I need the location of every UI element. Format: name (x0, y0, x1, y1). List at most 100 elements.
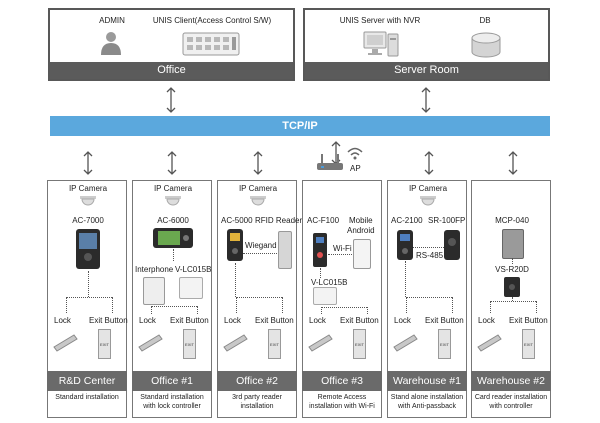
db-label: DB (479, 16, 491, 25)
wire (452, 297, 453, 313)
wire (406, 297, 407, 313)
lock-controller-icon (179, 277, 203, 299)
wire (151, 306, 152, 314)
ip-camera-icon (80, 196, 96, 206)
site-title: Office #1 (132, 371, 212, 391)
site-title: R&D Center (47, 371, 127, 391)
site-link-arrow (253, 151, 263, 175)
wire (282, 297, 283, 313)
server-label: UNIS Server with NVR (339, 16, 421, 25)
server-room-title: Server Room (305, 62, 548, 79)
mcp040-controller-icon (502, 229, 524, 259)
admin-label: ADMIN (99, 16, 125, 25)
desc-line: 3rd party reader (232, 394, 282, 401)
site-office-2: IP Camera AC-5000 RFID Reader Wiegand Lo… (217, 180, 302, 418)
wire (66, 297, 67, 313)
exit-label: Exit Button (255, 316, 294, 325)
office-title: Office (50, 62, 293, 79)
desc-line: with Anti-passback (398, 403, 456, 410)
wire (536, 301, 537, 313)
sr100fp-device-icon (444, 230, 460, 260)
site-link-arrow (424, 151, 434, 175)
rs485-label: RS-485 (416, 251, 444, 260)
server-link-arrow (421, 87, 431, 113)
office-link-arrow (166, 87, 176, 113)
desc-line: Card reader installation (474, 394, 548, 401)
site-title: Warehouse #2 (471, 371, 551, 391)
android-label: Android (347, 226, 375, 235)
server-room: UNIS Server with NVR DB Server Room (303, 8, 550, 81)
site-warehouse-1: IP Camera AC-2100 SR-100FP RS-485 Lock E… (387, 180, 467, 418)
wire (236, 297, 237, 313)
exit-button-icon: EXIT (98, 329, 111, 359)
wire (328, 254, 352, 255)
lock-label: Lock (394, 316, 411, 325)
exit-button-icon: EXIT (183, 329, 196, 359)
ac6000-device-icon (153, 228, 193, 248)
device-label: AC-F100 (307, 216, 340, 225)
site-title: Office #2 (217, 371, 297, 391)
ip-camera-icon (165, 196, 181, 206)
desc-line: Standard installation (55, 394, 119, 401)
ap-label: AP (350, 164, 361, 173)
office-room: ADMIN UNIS Client(Access Control S/W) Of… (48, 8, 295, 81)
site-description: Standard installation with lock controll… (133, 393, 211, 411)
wire (321, 307, 322, 314)
site-description: 3rd party reader installation (218, 393, 296, 411)
wire (367, 307, 368, 314)
device-label: AC-2100 (391, 216, 423, 225)
desc-line: Standard installation (140, 394, 204, 401)
lock-controller-icon (313, 287, 337, 305)
site-title: Warehouse #1 (387, 371, 467, 391)
device-label: AC-7000 (72, 216, 104, 225)
database-icon (471, 32, 501, 58)
camera-label: IP Camera (238, 184, 278, 193)
camera-label: IP Camera (68, 184, 108, 193)
lock-label: Lock (139, 316, 156, 325)
site-description: Card reader installation with controller (472, 393, 550, 411)
acf100-device-icon (313, 233, 327, 267)
site-office-1: IP Camera AC-6000 Interphone V-LC015B Lo… (132, 180, 212, 418)
wifi-label: Wi-Fi (333, 244, 352, 253)
ac5000-device-icon (227, 229, 243, 261)
desc-line: installation (240, 403, 274, 410)
desc-line: with lock controller (143, 403, 201, 410)
desc-line: installation with Wi-Fi (309, 403, 375, 410)
site-description: Standard installation (48, 393, 126, 402)
wire (320, 268, 321, 278)
wire (490, 301, 491, 313)
exit-button-icon: EXIT (522, 329, 535, 359)
ip-camera-icon (420, 196, 436, 206)
exit-button-icon: EXIT (268, 329, 281, 359)
wire (405, 261, 406, 297)
ac7000-device-icon (76, 229, 100, 269)
wire (151, 306, 197, 307)
vsr20d-reader-icon (504, 277, 520, 297)
wire (512, 258, 513, 264)
client-label: UNIS Client(Access Control S/W) (152, 16, 272, 25)
controller-label: V-LC015B (175, 265, 212, 274)
lock-label: Lock (224, 316, 241, 325)
lock-icon (223, 334, 248, 352)
site-rd-center: IP Camera AC-7000 Lock Exit Button EXIT … (47, 180, 128, 418)
lock-icon (393, 334, 418, 352)
server-pc-icon (363, 31, 399, 57)
desc-line: Stand alone installation (390, 394, 464, 401)
site-warehouse-2: MCP-040 VS-R20D Lock Exit Button EXIT Wa… (471, 180, 551, 418)
wire (243, 253, 277, 254)
wire (88, 271, 89, 297)
lock-label: Lock (478, 316, 495, 325)
exit-button-icon: EXIT (353, 329, 366, 359)
tcp-ip-bar: TCP/IP (50, 116, 550, 136)
exit-label: Exit Button (340, 316, 379, 325)
wiegand-label: Wiegand (245, 241, 277, 250)
exit-label: Exit Button (425, 316, 464, 325)
wire (406, 297, 452, 298)
wire (236, 297, 282, 298)
desc-line: Remote Access (317, 394, 367, 401)
access-point-icon (317, 154, 343, 170)
rfid-label: RFID Reader (255, 216, 303, 225)
exit-label: Exit Button (509, 316, 548, 325)
ac2100-device-icon (397, 230, 413, 260)
rfid-reader-icon (278, 231, 292, 269)
